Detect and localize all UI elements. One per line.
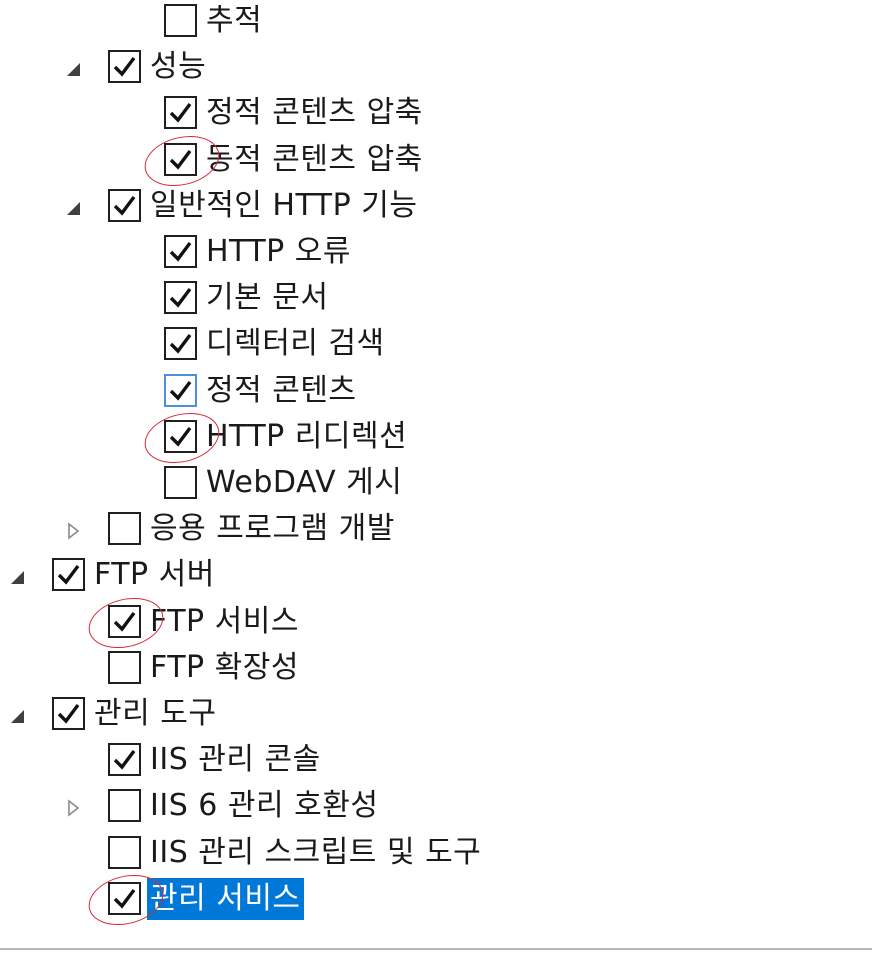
tree-item-label: HTTP 리디렉션 [206,418,408,454]
tree-item-label: 관리 도구 [94,696,217,731]
checkmark-icon [113,750,136,770]
tree-item-label: IIS 관리 스크립트 및 도구 [150,834,482,870]
tree-item-label: 디렉터리 검색 [206,326,385,362]
checkbox-directory-browsing[interactable] [164,327,197,361]
tree-item-label: 일반적인 HTTP 기능 [150,187,418,223]
tree-item-label: 관리 서비스 [147,877,304,920]
tree-item-management-service[interactable]: 관리 서비스 [0,877,872,924]
tree-item-label: IIS 6 관리 호환성 [150,788,379,824]
tree-item-iis-console[interactable]: IIS 관리 콘솔 [0,739,872,785]
tree-item-label: FTP 확장성 [150,649,299,685]
checkbox-management-service[interactable] [108,881,141,915]
tree-item-performance[interactable]: 성능 [0,46,872,92]
checkmark-icon [113,195,136,216]
tree-item-directory-browsing[interactable]: 디렉터리 검색 [0,323,872,369]
collapsed-triangle-icon[interactable] [64,522,82,540]
checkbox-iis6-compat[interactable] [108,789,141,823]
checkbox-default-document[interactable] [164,281,197,315]
checkbox-management-tools[interactable] [52,697,85,730]
tree-item-label: WebDAV 게시 [206,465,403,500]
tree-item-common-http[interactable]: 일반적인 HTTP 기능 [0,185,872,231]
tree-item-ftp-extensibility[interactable]: FTP 확장성 [0,647,872,693]
tree-item-static-compression[interactable]: 정적 콘텐츠 압축 [0,92,872,138]
checkbox-iis-scripts[interactable] [108,835,141,869]
checkbox-ftp-extensibility[interactable] [108,650,141,684]
tree-item-ftp-server[interactable]: FTP 서버 [0,554,872,600]
checkmark-icon [169,334,192,354]
tree-item-label: 정적 콘텐츠 압축 [206,95,423,131]
tree-item-default-document[interactable]: 기본 문서 [0,277,872,323]
tree-item-label: 추적 [206,3,263,38]
tree-item-webdav[interactable]: WebDAV 게시 [0,462,872,508]
checkmark-icon [57,565,80,585]
tree-item-ftp-service[interactable]: FTP 서비스 [0,601,872,647]
bottom-divider [0,948,872,950]
tree-item-tracing[interactable]: 추적 [0,0,872,46]
expanded-triangle-icon[interactable] [64,60,82,78]
tree-item-label: FTP 서버 [94,557,215,593]
expanded-triangle-icon[interactable] [64,199,82,217]
checkbox-http-redirection[interactable] [164,419,197,453]
tree-item-label: 정적 콘텐츠 [206,372,357,408]
tree-item-label: FTP 서비스 [150,603,299,639]
checkmark-icon [169,288,192,308]
checkbox-http-errors[interactable] [164,235,197,268]
tree-item-management-tools[interactable]: 관리 도구 [0,693,872,739]
tree-item-iis6-compat[interactable]: IIS 6 관리 호환성 [0,785,872,831]
checkmark-icon [169,149,192,170]
checkmark-icon [113,57,136,77]
tree-item-iis-scripts[interactable]: IIS 관리 스크립트 및 도구 [0,832,872,878]
tree-item-label: 동적 콘텐츠 압축 [206,141,423,177]
expanded-triangle-icon[interactable] [8,568,26,586]
checkbox-app-development[interactable] [108,512,141,546]
checkbox-static-content[interactable] [164,373,197,407]
tree-item-static-content[interactable]: 정적 콘텐츠 [0,370,872,416]
checkmark-icon [169,241,192,262]
checkbox-ftp-service[interactable] [108,604,141,638]
tree-item-http-redirection[interactable]: HTTP 리디렉션 [0,416,872,462]
tree-item-label: 기본 문서 [206,280,329,316]
checkmark-icon [113,888,136,909]
checkbox-performance[interactable] [108,50,141,84]
checkmark-icon [169,103,192,123]
checkmark-icon [169,426,192,447]
tree-item-label: IIS 관리 콘솔 [150,742,321,778]
checkbox-static-compression[interactable] [164,96,197,130]
tree-item-dynamic-compression[interactable]: 동적 콘텐츠 압축 [0,139,872,185]
tree-item-http-errors[interactable]: HTTP 오류 [0,231,872,277]
checkbox-common-http[interactable] [108,188,141,222]
checkbox-ftp-server[interactable] [52,558,85,592]
checkmark-icon [57,703,80,724]
tree-item-app-development[interactable]: 응용 프로그램 개발 [0,508,872,554]
tree-item-label: 응용 프로그램 개발 [150,511,395,547]
checkbox-iis-console[interactable] [108,743,141,777]
checkbox-webdav[interactable] [164,466,197,499]
checkbox-tracing[interactable] [164,4,197,37]
expanded-triangle-icon[interactable] [8,707,26,725]
tree-item-label: 성능 [150,49,207,85]
checkmark-icon [169,380,192,401]
checkmark-icon [113,611,136,632]
checkbox-dynamic-compression[interactable] [164,142,197,176]
collapsed-triangle-icon[interactable] [64,799,82,818]
tree-item-label: HTTP 오류 [206,234,352,269]
